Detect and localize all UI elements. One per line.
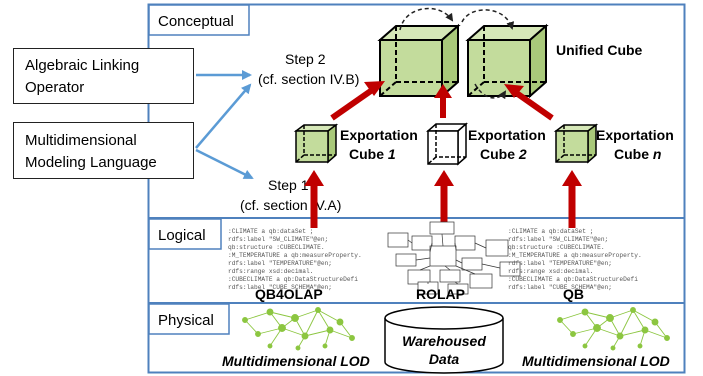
- qb4olap-code-line: rdfs:range xsd:decimal.: [228, 268, 313, 275]
- exportation-cube-1-line2: Cube 1: [349, 146, 396, 162]
- logical-layer-label: Logical: [158, 227, 206, 244]
- exportation-cube-2-icon: [426, 122, 468, 166]
- logical-layer-tab: [148, 218, 222, 250]
- modeling-language-box: [13, 122, 194, 179]
- algebraic-operator-line2: Operator: [25, 79, 84, 96]
- qb4olap-code-line: qb:structure :CUBECLIMATE.: [228, 244, 325, 251]
- qb-code-line: :CLIMATE a qb:dataSet ;: [508, 228, 593, 235]
- algebraic-operator-box: [13, 48, 194, 104]
- step2-label: Step 2: [285, 51, 326, 67]
- conceptual-layer-tab: [148, 4, 250, 36]
- rolap-schema-diagram: [387, 221, 521, 295]
- algebraic-operator-line1: Algebraic Linking: [25, 57, 139, 74]
- qb-code-line: rdfs:label "SW_CLIMATE"@en;: [508, 236, 608, 243]
- lod-graph-left: [242, 307, 355, 351]
- qb-code-line: rdfs:label "CUBE_SCHEMA"@en;: [508, 284, 612, 291]
- rolap-label: ROLAP: [416, 286, 465, 302]
- exportation-cube-n-line2: Cube n: [614, 146, 661, 162]
- exportation-cube-1-line1: Exportation: [340, 127, 418, 143]
- lod-graph-right: [557, 307, 670, 351]
- modeling-language-line1: Multidimensional: [25, 132, 137, 149]
- qb-code-line: :CUBECLIMATE a qb:DataStructureDefi: [508, 276, 638, 283]
- qb-code-line: :M_TEMPERATURE a qb:measureProperty.: [508, 252, 642, 259]
- qb-code-snippet: :CLIMATE a qb:dataSet ; rdfs:label "SW_C…: [508, 228, 642, 291]
- step1-reference: (cf. section IV.A): [240, 197, 341, 213]
- qb4olap-label: QB4OLAP: [255, 286, 323, 302]
- red-arrow-cuben-to-unified: [504, 84, 554, 121]
- exportation-cube-n-line1: Exportation: [596, 127, 674, 143]
- red-arrow-rolap-to-cube2: [434, 170, 454, 228]
- qb4olap-code-line: :CUBECLIMATE a qb:DataStructureDefi: [228, 276, 358, 283]
- qb-code-line: qb:structure :CUBECLIMATE.: [508, 244, 605, 251]
- warehoused-data-line2: Data: [429, 351, 460, 367]
- qb4olap-code-line: :M_TEMPERATURE a qb:measureProperty.: [228, 252, 362, 259]
- qb4olap-code-line: rdfs:label "TEMPERATURE"@en;: [228, 260, 332, 267]
- modeling-language-line2: Modeling Language: [25, 154, 157, 171]
- qb-label: QB: [563, 286, 584, 302]
- qb4olap-code-line: :CLIMATE a qb:dataSet ;: [228, 228, 313, 235]
- lod-left-label: Multidimensional LOD: [222, 353, 370, 369]
- red-arrow-cube2-to-unified: [434, 84, 452, 118]
- step1-label: Step 1: [268, 177, 309, 193]
- red-arrow-qb4olap-to-cube1: [304, 170, 324, 228]
- step2-reference: (cf. section IV.B): [258, 71, 359, 87]
- conceptual-layer-label: Conceptual: [158, 13, 234, 30]
- exportation-cube-2-line2: Cube 2: [480, 146, 527, 162]
- exportation-cube-2-line1: Exportation: [468, 127, 546, 143]
- unified-cube-label: Unified Cube: [556, 42, 643, 58]
- physical-layer-label: Physical: [158, 312, 214, 329]
- qb-code-line: rdfs:range xsd:decimal.: [508, 268, 593, 275]
- red-arrow-cube1-to-unified: [330, 81, 385, 121]
- qb4olap-code-line: rdfs:label "SW_CLIMATE"@en;: [228, 236, 328, 243]
- physical-layer-tab: [148, 303, 230, 335]
- warehoused-data-line1: Warehoused: [402, 333, 486, 349]
- red-arrow-qb-to-cuben: [562, 170, 582, 228]
- qb-code-line: rdfs:label "TEMPERATURE"@en;: [508, 260, 612, 267]
- arrow-language-to-step2: [195, 83, 252, 149]
- qb4olap-code-snippet: :CLIMATE a qb:dataSet ; rdfs:label "SW_C…: [228, 228, 362, 291]
- lod-right-label: Multidimensional LOD: [522, 353, 670, 369]
- unified-cube-icon: [377, 7, 549, 100]
- arrow-language-to-step1: [195, 148, 254, 180]
- qb4olap-code-line: rdfs:label "CUBE_SCHEMA"@en;: [228, 284, 332, 291]
- exportation-cube-n-icon: [553, 123, 599, 164]
- exportation-cube-1-icon: [293, 123, 339, 164]
- warehoused-data-cylinder: [384, 306, 504, 374]
